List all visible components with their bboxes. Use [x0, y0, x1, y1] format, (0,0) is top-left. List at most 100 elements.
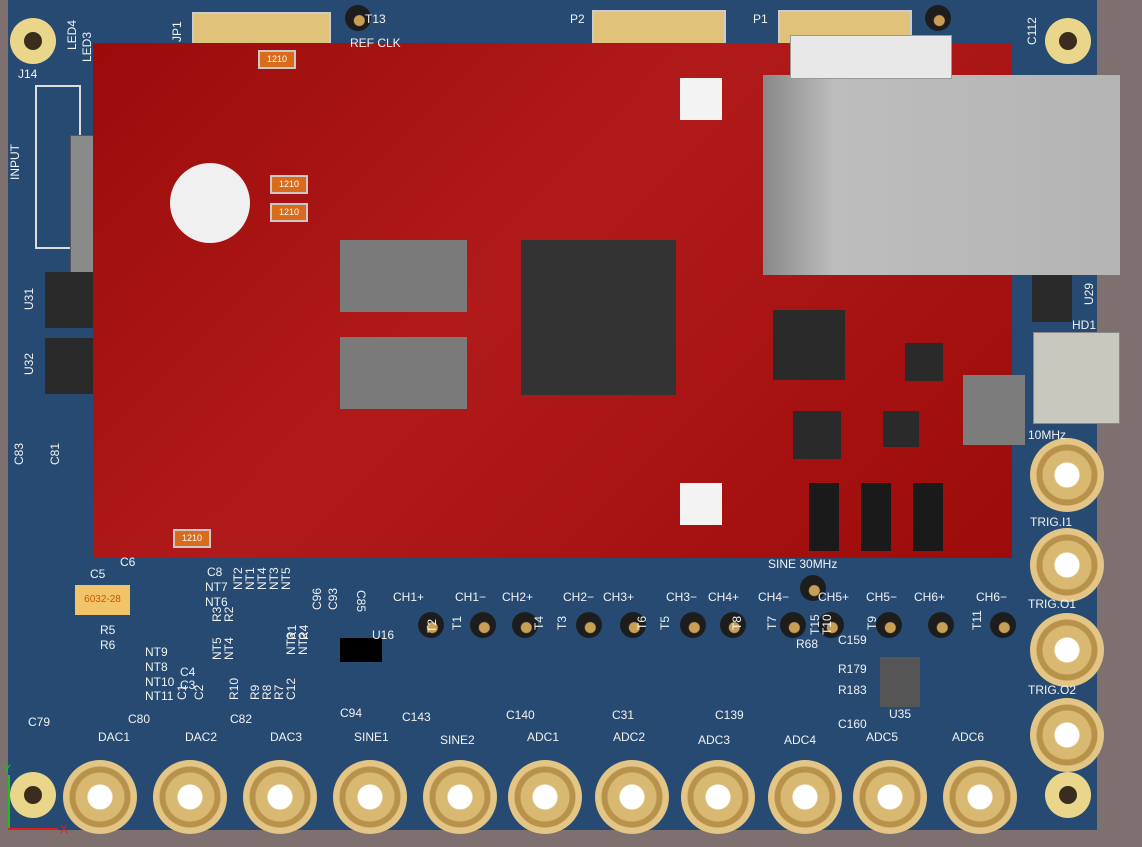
- silkscreen-label-ch1-: CH1+: [393, 590, 425, 604]
- silkscreen-label-u16: U16: [372, 628, 395, 642]
- silkscreen-label-r179: R179: [838, 662, 867, 676]
- pushbutton[interactable]: [680, 78, 722, 120]
- silkscreen-label-nt8: NT8: [145, 660, 168, 674]
- chip-1210: 1210: [173, 529, 211, 548]
- chip-1210: 1210: [258, 50, 296, 69]
- silkscreen-label-trig-o1: TRIG.O1: [1028, 597, 1077, 611]
- silkscreen-label-jp1: JP1: [170, 21, 184, 42]
- test-point: [345, 5, 371, 31]
- u35-chip: [880, 657, 920, 707]
- inductor: [340, 337, 467, 409]
- silkscreen-label-c31: C31: [612, 708, 635, 722]
- silkscreen-label-nt11: NT11: [145, 689, 174, 703]
- pushbutton[interactable]: [680, 483, 722, 525]
- silkscreen-label-ch2-: CH2−: [563, 590, 595, 604]
- test-point: [720, 612, 746, 638]
- silkscreen-label-t9: T9: [865, 615, 879, 630]
- silkscreen-label-p2: P2: [570, 12, 585, 26]
- silkscreen-label-c159: C159: [838, 633, 867, 647]
- mounting-hole: [1045, 772, 1091, 818]
- mounting-hole: [10, 18, 56, 64]
- silkscreen-label-t5: T5: [658, 615, 672, 630]
- silkscreen-label-c96: C96: [310, 587, 324, 610]
- silkscreen-label-nt4: NT4: [222, 637, 236, 660]
- axis-x-line: [8, 828, 58, 830]
- silkscreen-label-ch1-: CH1−: [455, 590, 487, 604]
- silkscreen-label-c143: C143: [402, 710, 431, 724]
- hd1-terminal-block: [1033, 332, 1120, 424]
- silkscreen-label-dac1: DAC1: [98, 730, 131, 744]
- silkscreen-label-c5: C5: [90, 567, 106, 581]
- silkscreen-label-dac3: DAC3: [270, 730, 303, 744]
- silkscreen-label-u29: U29: [1082, 282, 1096, 305]
- silkscreen-label-c140: C140: [506, 708, 535, 722]
- silkscreen-label-c93: C93: [326, 587, 340, 610]
- silkscreen-label-adc4: ADC4: [784, 733, 817, 747]
- silkscreen-label-input: INPUT: [8, 144, 22, 180]
- test-point: [800, 575, 826, 601]
- silkscreen-label-c8: C8: [207, 565, 223, 579]
- silkscreen-label-c82: C82: [230, 712, 253, 726]
- silkscreen-label-nt2: NT2: [296, 632, 310, 655]
- silkscreen-label-u35: U35: [889, 707, 912, 721]
- silkscreen-label-adc1: ADC1: [527, 730, 560, 744]
- ic: [793, 411, 841, 459]
- p2-header: [592, 10, 726, 49]
- sma-connector: [1030, 528, 1104, 602]
- silkscreen-label-c1: C1: [175, 684, 189, 700]
- silkscreen-label-u32: U32: [22, 352, 36, 375]
- ic: [773, 310, 845, 380]
- silkscreen-label-c112: C112: [1025, 17, 1039, 45]
- mounting-hole: [1045, 18, 1091, 64]
- inductor: [340, 240, 467, 312]
- sma-connector: [63, 760, 137, 834]
- sma-connector: [768, 760, 842, 834]
- silkscreen-label-c3: C3: [180, 678, 196, 692]
- test-point: [818, 612, 844, 638]
- silkscreen-label-ch4-: CH4−: [758, 590, 790, 604]
- silkscreen-label-nt6: NT6: [205, 595, 228, 609]
- sma-connector: [1030, 438, 1104, 512]
- silkscreen-label-c12: C12: [284, 677, 298, 700]
- sma-connector: [508, 760, 582, 834]
- silkscreen-label-t11: T11: [970, 610, 984, 630]
- silkscreen-label-c160: C160: [838, 717, 867, 731]
- mounting-hole: [10, 772, 56, 818]
- ethernet-jack: [763, 75, 1120, 275]
- jp1-header: [192, 12, 331, 49]
- sma-connector: [595, 760, 669, 834]
- silkscreen-label-c85: C85: [354, 590, 368, 613]
- silkscreen-label-ch6-: CH6−: [976, 590, 1008, 604]
- silkscreen-label-nt7: NT7: [205, 580, 228, 594]
- silkscreen-label-c4: C4: [180, 665, 196, 679]
- u32-regulator: [45, 338, 93, 394]
- silkscreen-label-c94: C94: [340, 706, 363, 720]
- silkscreen-label-r183: R183: [838, 683, 867, 697]
- sma-connector: [153, 760, 227, 834]
- test-point: [876, 612, 902, 638]
- silkscreen-label-adc3: ADC3: [698, 733, 731, 747]
- silkscreen-label-c6: C6: [120, 555, 136, 569]
- silkscreen-label-dac2: DAC2: [185, 730, 218, 744]
- ic: [883, 411, 919, 447]
- sma-connector: [423, 760, 497, 834]
- pin-header: [861, 483, 891, 551]
- silkscreen-label-ch2-: CH2+: [502, 590, 534, 604]
- silkscreen-label-t6: T6: [635, 615, 649, 630]
- silkscreen-label-r68: R68: [796, 637, 819, 651]
- silkscreen-label-t2: T2: [425, 618, 439, 633]
- silkscreen-label-sine2: SINE2: [440, 733, 475, 747]
- test-point: [990, 612, 1016, 638]
- silkscreen-label-t13: T13: [365, 12, 386, 26]
- silkscreen-label-nt5: NT5: [279, 567, 293, 590]
- silkscreen-label-c80: C80: [128, 712, 151, 726]
- test-point: [418, 612, 444, 638]
- axis-y-label: Y: [3, 762, 12, 776]
- silkscreen-label-trig-o2: TRIG.O2: [1028, 683, 1077, 697]
- silkscreen-label-p1: P1: [753, 12, 768, 26]
- test-point: [680, 612, 706, 638]
- silkscreen-label-t8: T8: [730, 615, 744, 630]
- silkscreen-label-ch6-: CH6+: [914, 590, 946, 604]
- sma-connector: [943, 760, 1017, 834]
- silkscreen-label-t3: T3: [555, 615, 569, 630]
